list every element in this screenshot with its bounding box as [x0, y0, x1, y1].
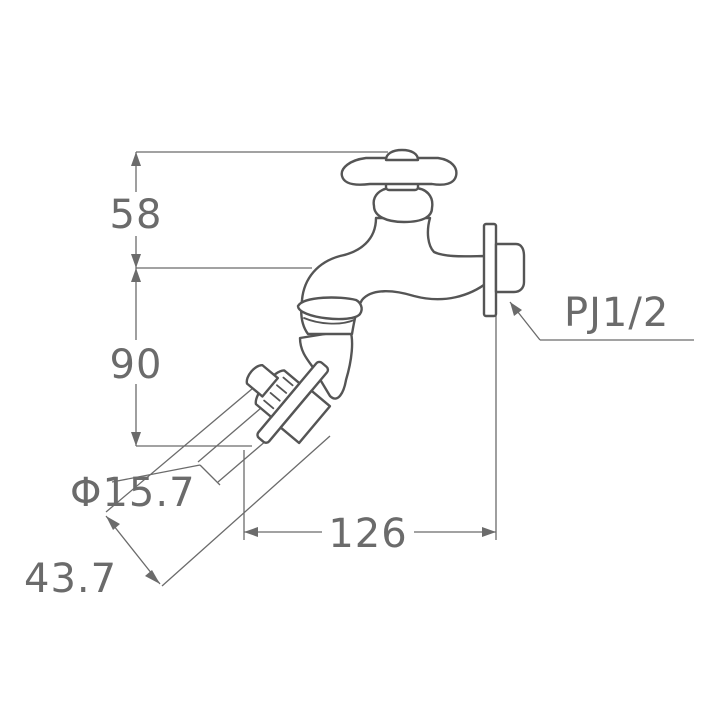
arrow-right-icon	[482, 527, 496, 537]
arrow-up-icon	[131, 268, 141, 282]
valve-bonnet	[372, 186, 434, 224]
inlet-thread	[494, 242, 526, 294]
handle	[340, 156, 458, 186]
nozzle-tip	[245, 364, 279, 398]
phi-extension-a	[197, 401, 269, 463]
arrow-icon	[510, 302, 522, 316]
dimension-126: 126	[244, 508, 496, 557]
arrow-icon	[145, 570, 160, 584]
label-bg	[322, 508, 414, 556]
nozzle-grip-lines	[263, 376, 294, 410]
faucet-body	[245, 148, 526, 445]
dimension-43-7-label: 43.7	[24, 556, 117, 602]
thread-label: PJ1/2	[564, 290, 669, 336]
arrow-left-icon	[244, 527, 258, 537]
spout-collar	[296, 296, 363, 321]
nozzle-union	[279, 389, 332, 445]
handle-cap	[384, 148, 420, 162]
dimension-90-label: 90	[110, 342, 163, 388]
dimension-126-label: 126	[328, 511, 407, 557]
dimension-58: 58	[100, 152, 172, 268]
arrow-down-icon	[131, 432, 141, 446]
length-extension-b	[161, 435, 331, 587]
dimension-phi-label: Φ15.7	[70, 470, 196, 516]
inlet-flange	[482, 222, 498, 318]
dimension-43-7: 43.7	[24, 371, 331, 602]
arrow-icon	[106, 516, 120, 530]
phi-dimension-line	[199, 464, 221, 486]
dimension-58-label: 58	[110, 192, 163, 238]
extension-lines	[136, 151, 497, 540]
phi-leader	[111, 464, 201, 483]
label-bg	[100, 192, 172, 236]
thread-callout: PJ1/2	[509, 290, 694, 341]
label-bg	[100, 340, 172, 384]
dimension-90: 90	[100, 268, 172, 446]
arrow-down-icon	[131, 254, 141, 268]
spout-elbow	[298, 328, 354, 400]
length-extension-a	[105, 371, 273, 513]
arrow-up-icon	[131, 152, 141, 166]
dimension-phi: Φ15.7	[70, 401, 289, 516]
nozzle-adaptor	[245, 360, 332, 445]
collar-line	[303, 317, 355, 325]
